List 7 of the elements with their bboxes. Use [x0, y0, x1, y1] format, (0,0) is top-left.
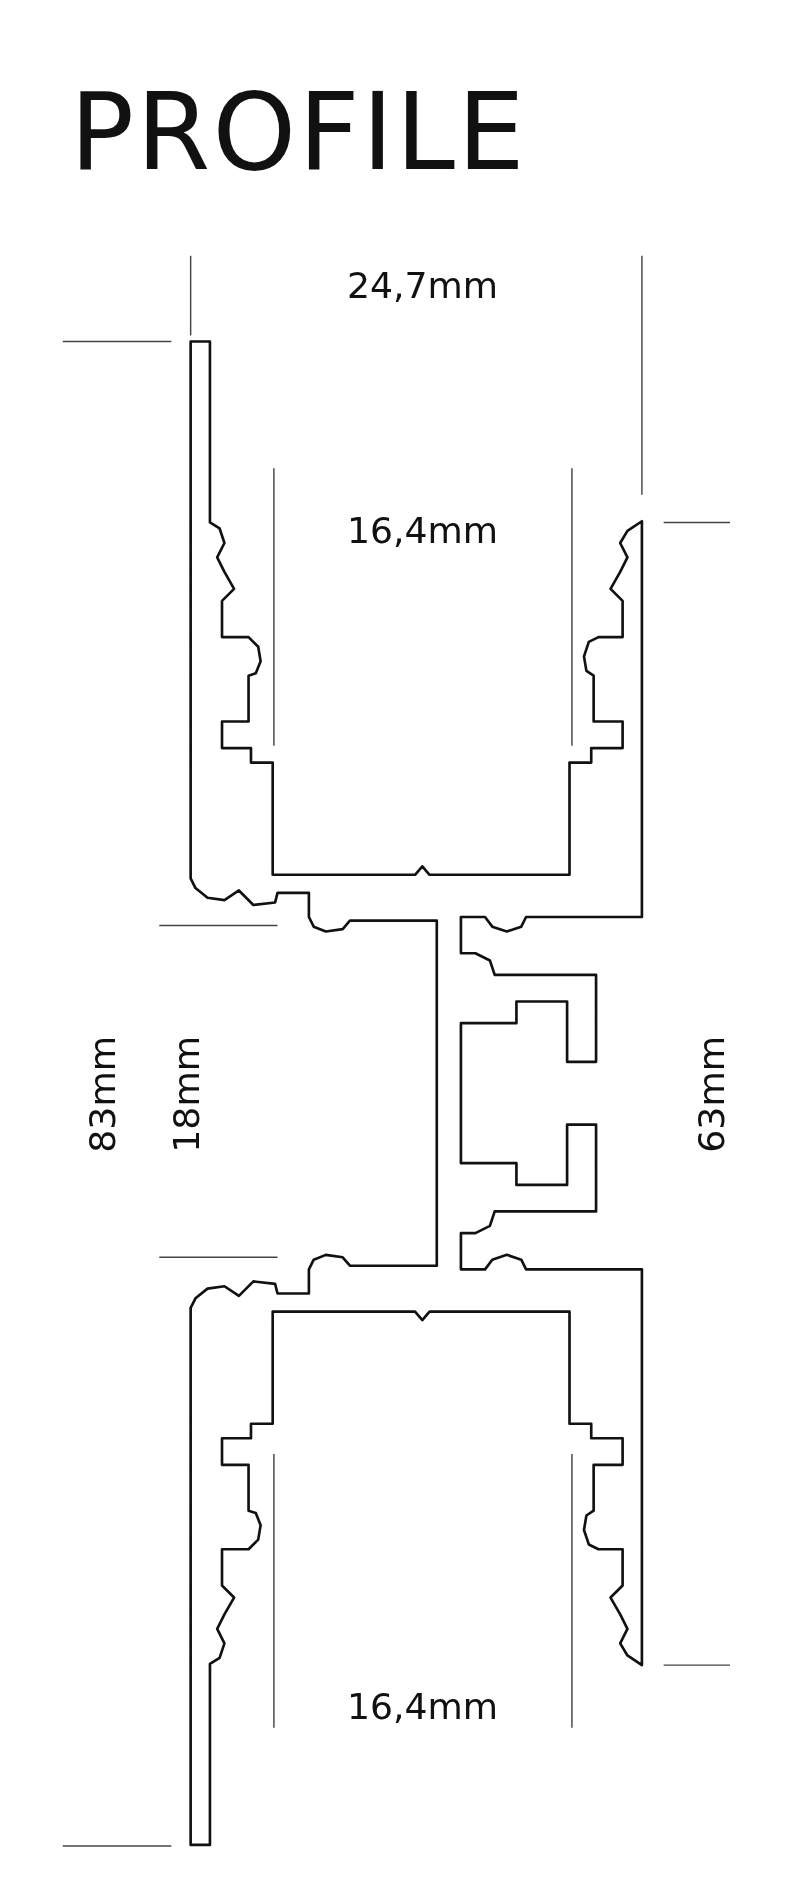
dimension-label: 83mm: [84, 1036, 121, 1153]
dimension-label: 18mm: [168, 1036, 205, 1153]
dimension-label: 16,4mm: [346, 512, 498, 549]
title: PROFILE: [70, 79, 527, 186]
dimension-label: 63mm: [693, 1036, 730, 1153]
dimension-label: 24,7mm: [346, 267, 498, 305]
dimension-label: 16,4mm: [346, 1689, 498, 1726]
